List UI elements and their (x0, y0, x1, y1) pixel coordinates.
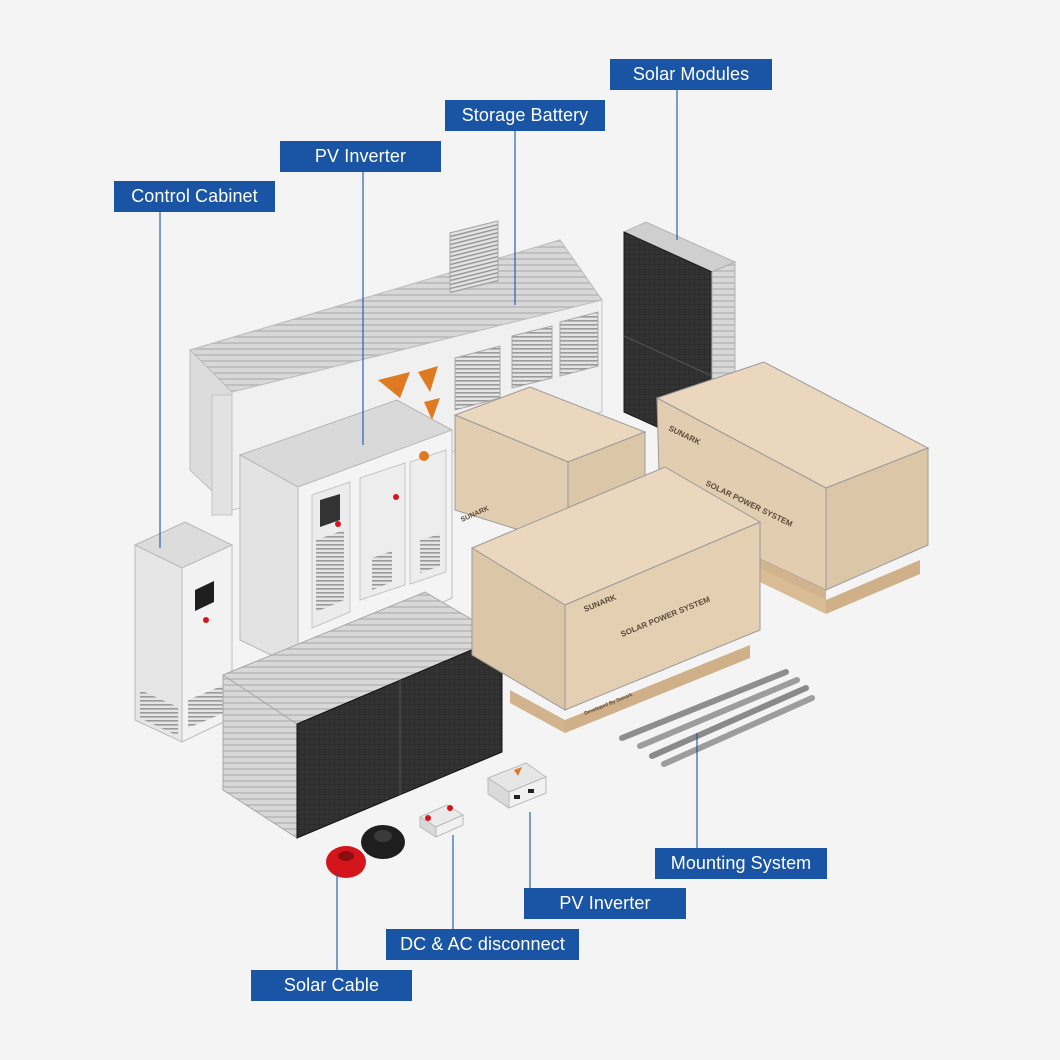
solar-cables (326, 825, 405, 878)
label-pv-inverter-top: PV Inverter (280, 141, 441, 172)
control-cabinet (133, 521, 234, 743)
label-solar-cable: Solar Cable (251, 970, 412, 1001)
leader-lines (159, 90, 698, 971)
pv-inverter-small (486, 762, 548, 809)
solar-modules-block (221, 591, 504, 839)
label-control-cabinet: Control Cabinet (114, 181, 275, 212)
label-solar-modules: Solar Modules (610, 59, 772, 90)
dc-ac-disconnect (418, 804, 465, 838)
mounting-rails (619, 669, 815, 767)
label-mounting-system: Mounting System (655, 848, 827, 879)
label-storage-battery: Storage Battery (445, 100, 605, 131)
label-pv-inverter-bottom: PV Inverter (524, 888, 686, 919)
label-dc-ac-disconnect: DC & AC disconnect (386, 929, 579, 960)
wooden-crate-front: SUNARK SOLAR POWER SYSTEM Developed By S… (470, 466, 762, 733)
